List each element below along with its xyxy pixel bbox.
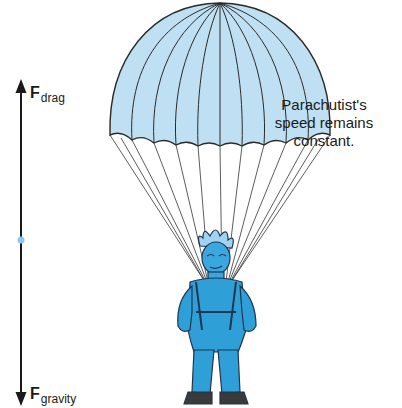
parachutist-figure — [178, 230, 256, 404]
force-arrows — [16, 79, 27, 406]
force-symbol: F — [30, 385, 40, 403]
force-symbol: F — [30, 84, 40, 102]
caption-note: Parachutist's speed remains constant. — [262, 96, 386, 150]
force-subscript: drag — [41, 91, 65, 105]
force-subscript: gravity — [41, 392, 76, 406]
suspension-lines — [110, 135, 330, 282]
